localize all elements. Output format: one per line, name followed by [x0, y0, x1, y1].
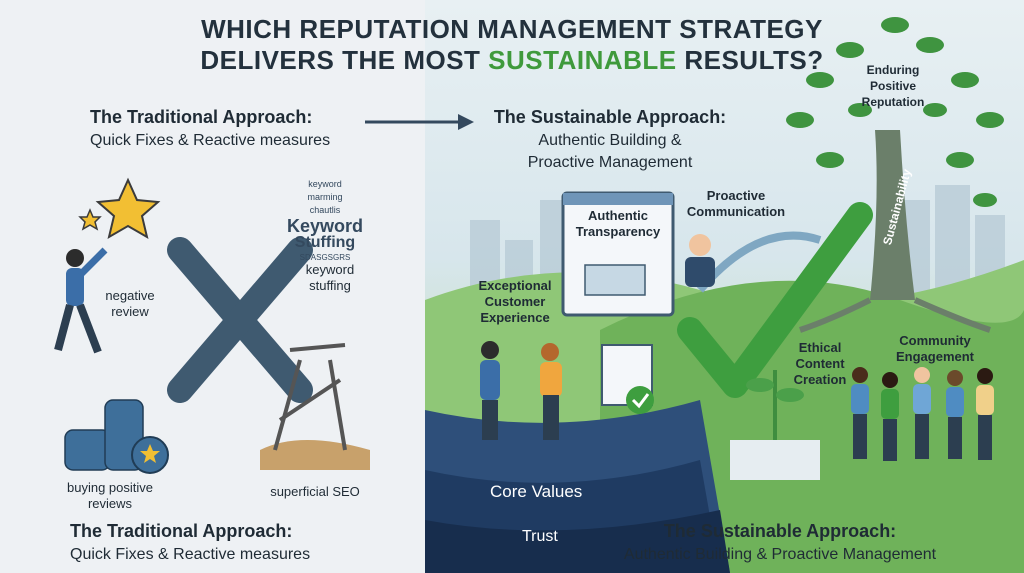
star-icon: [78, 177, 161, 240]
title-suffix: RESULTS?: [676, 45, 824, 75]
cross-icon: [167, 237, 313, 403]
label-buying-reviews: buying positive reviews: [67, 480, 153, 511]
label-proactive-communication: Proactive Communication: [686, 188, 786, 219]
right-heading: The Sustainable Approach:: [493, 107, 727, 127]
check-icon: [677, 202, 873, 398]
transparency-window: [561, 191, 675, 317]
label-negative-review: negative review: [105, 288, 155, 319]
document-icon: [601, 344, 654, 414]
right-footer: The Sustainable Approach: Authentic Buil…: [580, 520, 980, 566]
superficial-seo-structure: [260, 343, 370, 470]
left-heading-block: The Traditional Approach: Quick Fixes & …: [90, 106, 360, 152]
tree-icon: [786, 17, 1004, 333]
left-footer-heading: The Traditional Approach:: [70, 521, 293, 541]
communicator-figure: [685, 234, 715, 287]
word-cloud-item: marming: [307, 192, 343, 202]
arrow-right-icon: [365, 114, 474, 130]
label-exceptional-customer-experience: Exceptional Customer Experience: [478, 278, 552, 325]
word-cloud-item: chautlis: [309, 205, 341, 215]
left-heading: The Traditional Approach:: [90, 107, 313, 127]
word-cloud-item: Keyword: [286, 216, 364, 236]
label-keyword-stuffing: keyword stuffing: [305, 262, 355, 293]
label-authentic-transparency: Authentic Transparency: [575, 208, 661, 239]
right-footer-sub: Authentic Building & Proactive Managemen…: [623, 546, 937, 563]
community-figures: [851, 367, 994, 461]
right-footer-heading: The Sustainable Approach:: [663, 521, 897, 541]
word-cloud-item: SDASGSGRS: [299, 253, 351, 262]
label-community-engagement: Community Engagement: [895, 333, 974, 364]
right-subheading: Authentic Building & Proactive Managemen…: [527, 132, 693, 171]
right-heading-block: The Sustainable Approach: Authentic Buil…: [490, 106, 730, 174]
left-subheading: Quick Fixes & Reactive measures: [90, 132, 331, 149]
page-title: WHICH REPUTATION MANAGEMENT STRATEGY DEL…: [0, 14, 1024, 76]
label-core-values: Core Values: [490, 482, 583, 501]
label-trust: Trust: [522, 528, 558, 545]
title-line-1: WHICH REPUTATION MANAGEMENT STRATEGY: [201, 14, 823, 44]
sprout-icon: [730, 370, 820, 480]
coins-icon: [64, 399, 169, 474]
word-cloud-item: Stuffing: [294, 234, 356, 251]
handshake-figures: [480, 341, 562, 440]
left-footer-sub: Quick Fixes & Reactive measures: [70, 546, 311, 563]
label-superficial-seo: superficial SEO: [270, 484, 360, 499]
label-enduring-positive-reputation: Enduring Positive Reputation: [861, 63, 925, 109]
label-ethical-content-creation: Ethical Content Creation: [793, 340, 847, 387]
word-cloud-item: keyword: [308, 179, 342, 189]
person-figure: [54, 247, 108, 354]
title-prefix: DELIVERS THE MOST: [200, 45, 489, 75]
title-line-2: DELIVERS THE MOST SUSTAINABLE RESULTS?: [0, 45, 1024, 76]
word-cloud: keyword marming chautlis Keyword Stuffin…: [255, 178, 395, 262]
left-footer: The Traditional Approach: Quick Fixes & …: [70, 520, 410, 566]
title-highlight: SUSTAINABLE: [488, 45, 677, 75]
